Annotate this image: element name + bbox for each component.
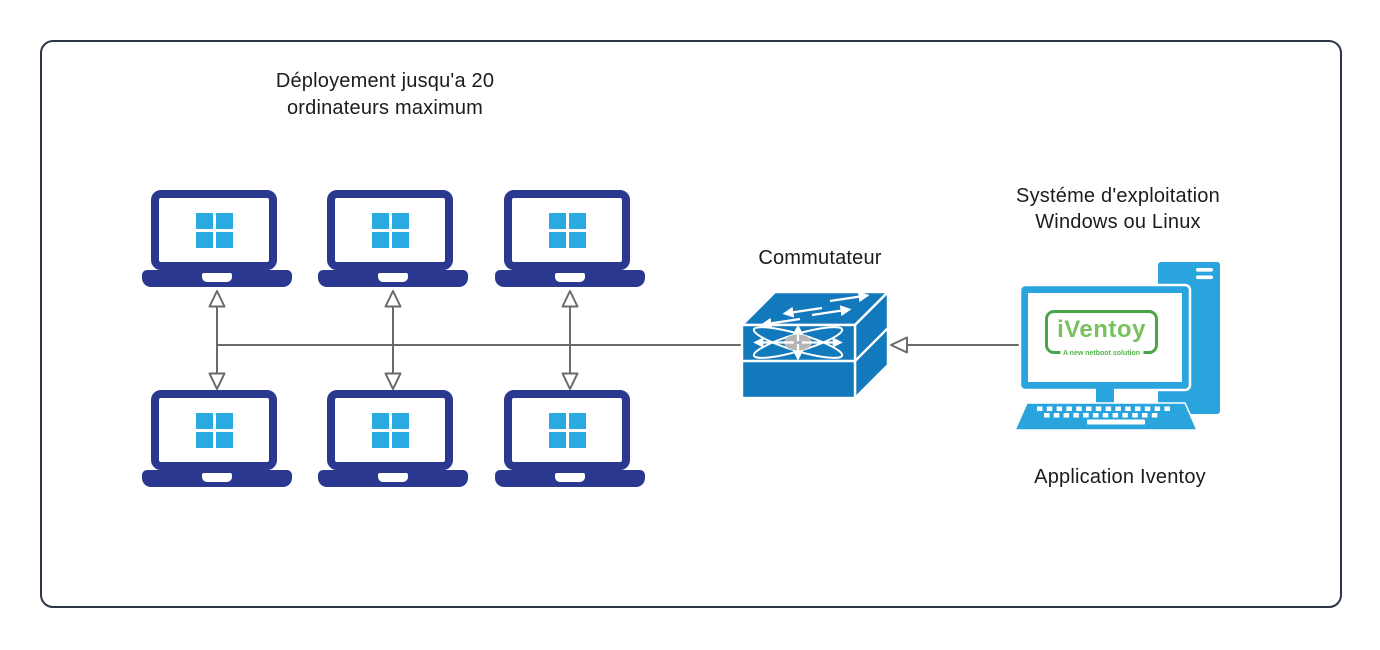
laptop-notch (202, 273, 232, 282)
connector-arrowheads (208, 290, 908, 390)
windows-logo-icon (548, 412, 586, 448)
os-label: Systéme d'exploitation Windows ou Linux (963, 183, 1273, 235)
laptop-notch (378, 473, 408, 482)
client-laptop-1 (142, 190, 292, 288)
laptop-screen (151, 390, 277, 470)
laptop-notch (202, 473, 232, 482)
os-label-line1: Systéme d'exploitation (1016, 185, 1220, 207)
laptop-notch (555, 473, 585, 482)
switch-front-emblem (752, 326, 844, 359)
deployment-title-line1: Déployement jusqu'a 20 (275, 70, 495, 92)
client-laptop-4 (142, 390, 292, 488)
client-laptop-6 (495, 390, 645, 488)
switch-top-arrows (760, 291, 870, 329)
arrow-down-3 (561, 372, 579, 390)
iventoy-logo: iVentoy A new netboot solution (1045, 310, 1158, 357)
client-laptop-5 (318, 390, 468, 488)
deployment-title-line2: ordinateurs maximum (286, 97, 484, 119)
network-switch-icon (740, 290, 890, 400)
deployment-title: Déployement jusqu'a 20 ordinateurs maxim… (215, 68, 555, 122)
laptop-notch (378, 273, 408, 282)
laptop-screen (504, 190, 630, 270)
laptop-screen (327, 190, 453, 270)
arrow-up-2 (384, 290, 402, 308)
windows-logo-icon (371, 212, 409, 248)
windows-logo-icon (195, 212, 233, 248)
laptop-notch (555, 273, 585, 282)
laptop-screen (327, 390, 453, 470)
arrow-down-2 (384, 372, 402, 390)
keyboard-spacebar (1087, 419, 1145, 425)
arrow-left-switch (890, 336, 908, 354)
client-laptop-2 (318, 190, 468, 288)
iventoy-logo-tagline: A new netboot solution (1059, 350, 1144, 357)
arrow-up-1 (208, 290, 226, 308)
network-connectors (216, 307, 1020, 373)
arrow-up-3 (561, 290, 579, 308)
windows-logo-icon (195, 412, 233, 448)
arrow-down-1 (208, 372, 226, 390)
laptop-screen (504, 390, 630, 470)
application-label: Application Iventoy (1034, 466, 1206, 488)
os-label-line2: Windows ou Linux (1035, 211, 1201, 233)
monitor-stand (1096, 388, 1114, 404)
iventoy-logo-text: iVentoy (1057, 315, 1146, 343)
windows-logo-icon (548, 212, 586, 248)
client-laptop-3 (495, 190, 645, 288)
laptop-screen (151, 190, 277, 270)
diagram-border (40, 40, 1342, 608)
keyboard-keys (1037, 406, 1170, 418)
switch-label: Commutateur (758, 247, 882, 269)
windows-logo-icon (371, 412, 409, 448)
